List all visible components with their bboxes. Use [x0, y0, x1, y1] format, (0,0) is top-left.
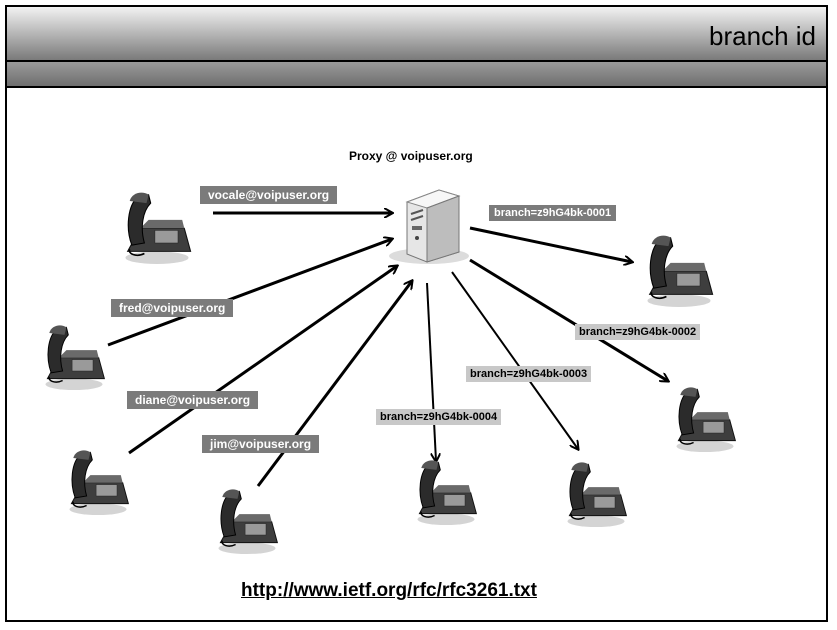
phone-icon-dest-0001	[646, 234, 714, 308]
slide: branch id	[5, 5, 828, 622]
arrow-proxy-branch-0001	[469, 226, 632, 262]
arrow-proxy-branch-0003	[451, 271, 578, 449]
user-label-vocale: vocale@voipuser.org	[200, 186, 338, 204]
arrow-proxy-branch-0002	[469, 258, 668, 381]
phone-icon-diane	[68, 449, 130, 516]
branch-label-0001: branch=z9hG4bk-0001	[489, 205, 617, 221]
phone-icon-fred	[44, 324, 106, 391]
arrow-proxy-branch-0004	[426, 282, 436, 461]
sub-bar	[7, 62, 826, 88]
arrow-fred-to-proxy	[107, 239, 392, 347]
user-label-fred: fred@voipuser.org	[111, 299, 234, 317]
arrow-diane-to-proxy	[128, 266, 397, 455]
title-bar: branch id	[7, 7, 826, 62]
user-label-jim: jim@voipuser.org	[202, 435, 320, 453]
server-icon	[389, 189, 469, 264]
branch-label-0003: branch=z9hG4bk-0003	[466, 366, 592, 382]
phone-icon-vocale	[124, 191, 192, 265]
branch-label-0004: branch=z9hG4bk-0004	[376, 409, 502, 425]
user-label-diane: diane@voipuser.org	[127, 391, 259, 409]
proxy-label: Proxy @ voipuser.org	[349, 149, 473, 163]
slide-title: branch id	[709, 21, 816, 51]
arrow-jim-to-proxy	[256, 281, 412, 487]
rfc-link[interactable]: http://www.ietf.org/rfc/rfc3261.txt	[241, 580, 537, 601]
branch-label-0002: branch=z9hG4bk-0002	[575, 324, 701, 340]
phone-icon-dest-0004	[416, 459, 478, 526]
phone-icon-jim	[217, 488, 279, 555]
phone-icon-dest-0003	[566, 461, 628, 528]
phone-icon-dest-0002	[675, 386, 737, 453]
